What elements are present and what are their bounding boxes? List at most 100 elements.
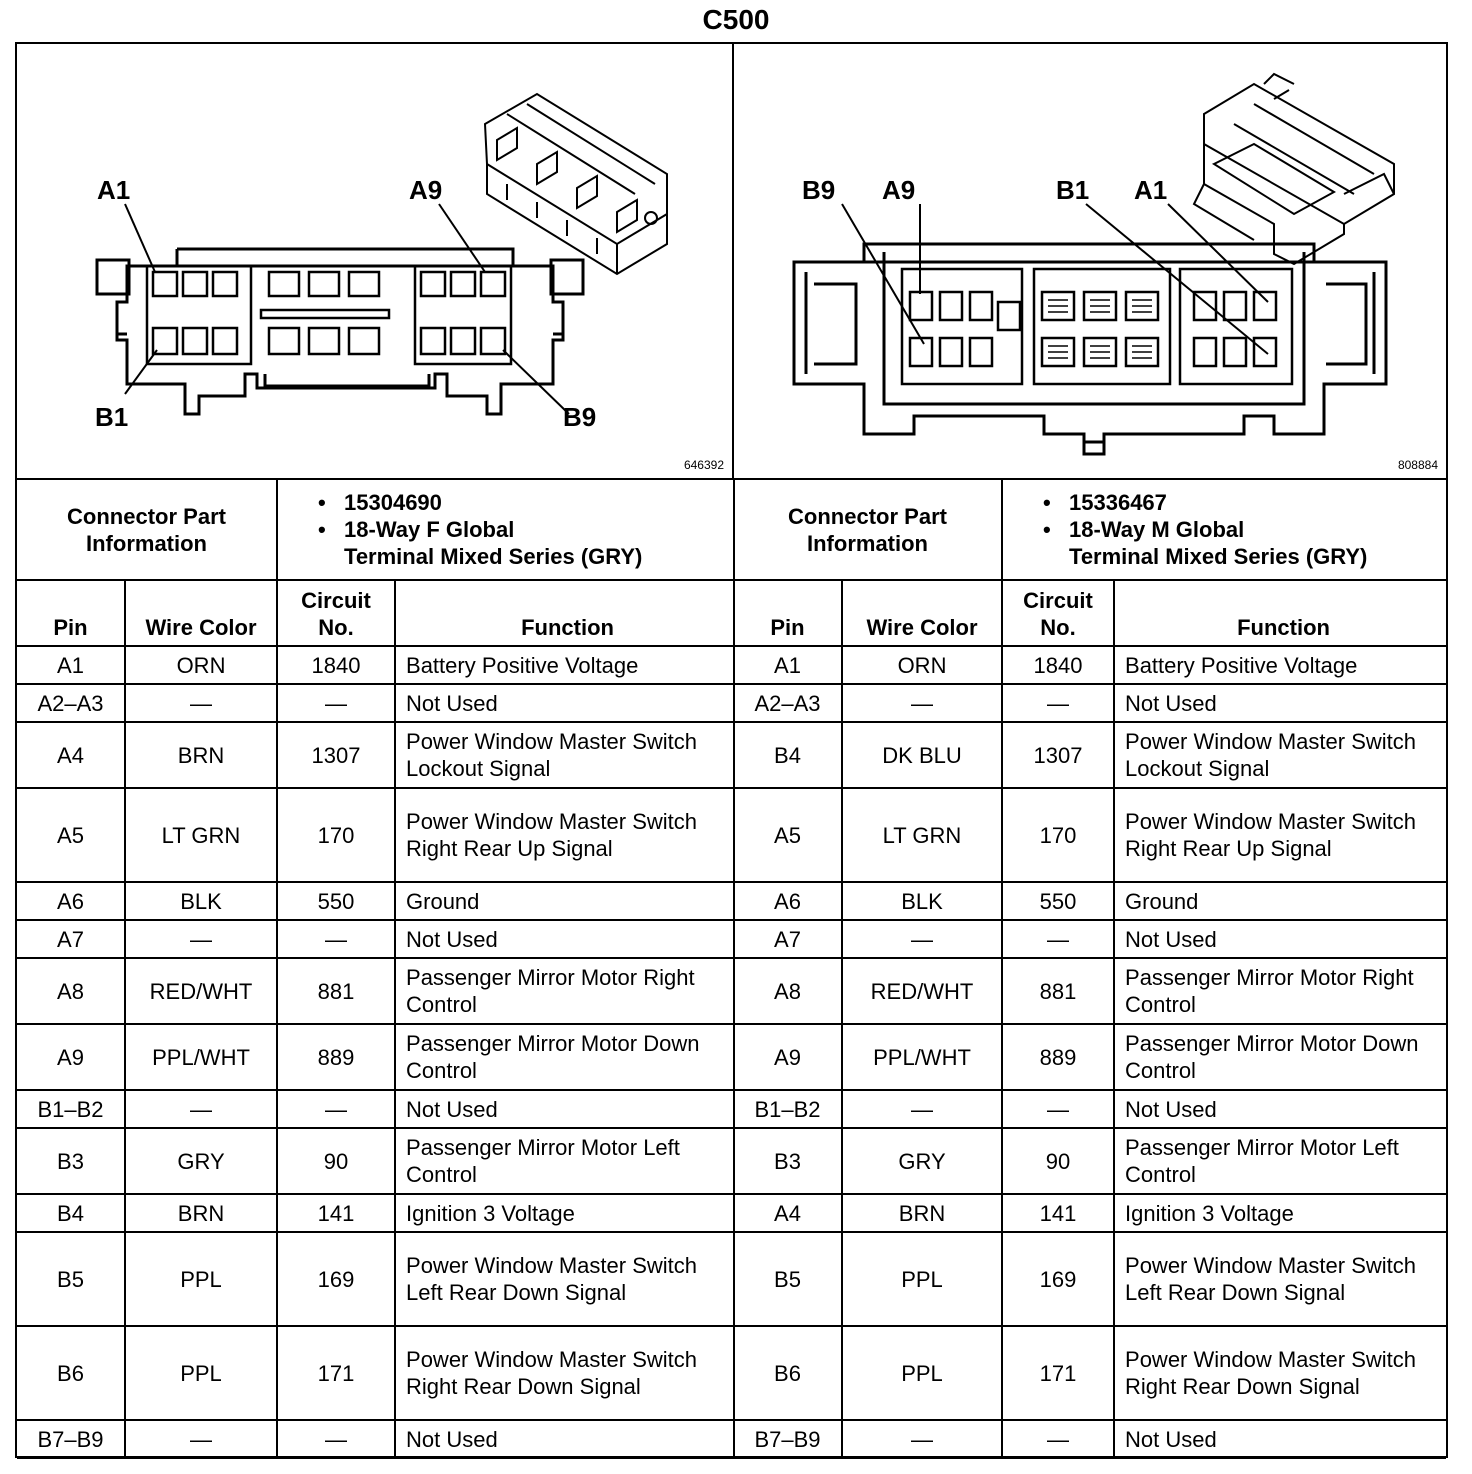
circuit-cell: — — [276, 683, 397, 723]
pin-cell: A1 — [734, 645, 843, 685]
function-cell: Passenger Mirror Motor Left Control — [1113, 1127, 1447, 1195]
header-circuit: Circuit No. — [276, 579, 397, 647]
function-cell: Passenger Mirror Motor Right Control — [1113, 957, 1447, 1025]
wire-color-cell: ORN — [840, 645, 1004, 685]
pin-cell: A1 — [17, 645, 126, 685]
circuit-cell: 141 — [276, 1193, 397, 1233]
figure-number: 646392 — [683, 458, 724, 472]
male-connector-diagram: B9 A9 B1 A1 808884 — [734, 44, 1446, 478]
pin-cell: B4 — [734, 721, 843, 789]
pin-cell: B3 — [734, 1127, 843, 1195]
function-cell: Battery Positive Voltage — [394, 645, 736, 685]
circuit-cell: 881 — [276, 957, 397, 1025]
wire-color-cell: ORN — [123, 645, 279, 685]
pin-cell: B1–B2 — [734, 1089, 843, 1129]
function-cell: Not Used — [1113, 1089, 1447, 1129]
function-cell: Power Window Master Switch Lockout Signa… — [1113, 721, 1447, 789]
circuit-cell: 170 — [1001, 787, 1116, 883]
pin-cell: A2–A3 — [17, 683, 126, 723]
header-circuit: Circuit No. — [1001, 579, 1116, 647]
circuit-cell: — — [1001, 1089, 1116, 1129]
circuit-cell: 171 — [1001, 1325, 1116, 1421]
wire-color-cell: — — [123, 683, 279, 723]
label-a9: A9 — [882, 175, 915, 205]
pin-cell: A5 — [734, 787, 843, 883]
pin-cell: A8 — [734, 957, 843, 1025]
header-wire-color: Wire Color — [123, 579, 279, 647]
pin-cell: B1–B2 — [17, 1089, 126, 1129]
function-cell: Not Used — [1113, 1419, 1447, 1459]
wire-color-cell: LT GRN — [123, 787, 279, 883]
table-header: Pin Wire Color Circuit No. Function — [17, 579, 736, 647]
male-connector-drawing: B9 A9 B1 A1 — [792, 72, 1395, 456]
wire-color-cell: — — [123, 1419, 279, 1459]
circuit-cell: — — [276, 1419, 397, 1459]
function-cell: Ignition 3 Voltage — [394, 1193, 736, 1233]
wire-color-cell: DK BLU — [840, 721, 1004, 789]
female-connector-drawing: A1 A9 B1 B9 — [95, 92, 668, 432]
circuit-cell: — — [276, 919, 397, 959]
circuit-cell: 141 — [1001, 1193, 1116, 1233]
circuit-cell: — — [276, 1089, 397, 1129]
wire-color-cell: PPL/WHT — [123, 1023, 279, 1091]
connector-info-label: Connector Part Information — [17, 480, 279, 581]
pin-cell: B7–B9 — [17, 1419, 126, 1459]
male-pinout-table: Connector Part Information 15336467 18-W… — [734, 480, 1447, 1459]
wire-color-cell: PPL/WHT — [840, 1023, 1004, 1091]
circuit-cell: 90 — [276, 1127, 397, 1195]
connector-info-row: Connector Part Information 15336467 18-W… — [734, 480, 1447, 581]
function-cell: Power Window Master Switch Left Rear Dow… — [1113, 1231, 1447, 1327]
wire-color-cell: BLK — [840, 881, 1004, 921]
connector-diagrams: A1 A9 B1 B9 646392 — [17, 44, 1446, 480]
pin-cell: A6 — [734, 881, 843, 921]
pin-cell: A7 — [17, 919, 126, 959]
wire-color-cell: RED/WHT — [840, 957, 1004, 1025]
pin-cell: B3 — [17, 1127, 126, 1195]
function-cell: Passenger Mirror Motor Down Control — [394, 1023, 736, 1091]
function-cell: Ground — [1113, 881, 1447, 921]
pin-cell: A6 — [17, 881, 126, 921]
circuit-cell: 1307 — [1001, 721, 1116, 789]
circuit-cell: 171 — [276, 1325, 397, 1421]
wire-color-cell: PPL — [840, 1325, 1004, 1421]
wire-color-cell: RED/WHT — [123, 957, 279, 1025]
table-row: B1–B2——Not Used — [734, 1089, 1447, 1129]
female-pinout-table: Connector Part Information 15304690 18-W… — [17, 480, 736, 1459]
header-pin: Pin — [17, 579, 126, 647]
wire-color-cell: GRY — [840, 1127, 1004, 1195]
function-cell: Not Used — [394, 1089, 736, 1129]
wire-color-cell: — — [123, 1089, 279, 1129]
circuit-cell: 1307 — [276, 721, 397, 789]
function-cell: Not Used — [394, 683, 736, 723]
wire-color-cell: — — [840, 1419, 1004, 1459]
wire-color-cell: BRN — [840, 1193, 1004, 1233]
circuit-cell: — — [1001, 1419, 1116, 1459]
table-row: A7——Not Used — [734, 919, 1447, 959]
table-row: B7–B9——Not Used — [17, 1419, 736, 1459]
table-header: Pin Wire Color Circuit No. Function — [734, 579, 1447, 647]
table-row: A2–A3——Not Used — [734, 683, 1447, 723]
table-row: A2–A3——Not Used — [17, 683, 736, 723]
wire-color-cell: PPL — [840, 1231, 1004, 1327]
label-b1: B1 — [1056, 175, 1089, 205]
wire-color-cell: BLK — [123, 881, 279, 921]
function-cell: Passenger Mirror Motor Left Control — [394, 1127, 736, 1195]
function-cell: Not Used — [1113, 919, 1447, 959]
function-cell: Power Window Master Switch Right Rear Up… — [1113, 787, 1447, 883]
function-cell: Ignition 3 Voltage — [1113, 1193, 1447, 1233]
female-connector-diagram: A1 A9 B1 B9 646392 — [17, 44, 734, 478]
wire-color-cell: — — [840, 919, 1004, 959]
wire-color-cell: LT GRN — [840, 787, 1004, 883]
circuit-cell: 169 — [1001, 1231, 1116, 1327]
